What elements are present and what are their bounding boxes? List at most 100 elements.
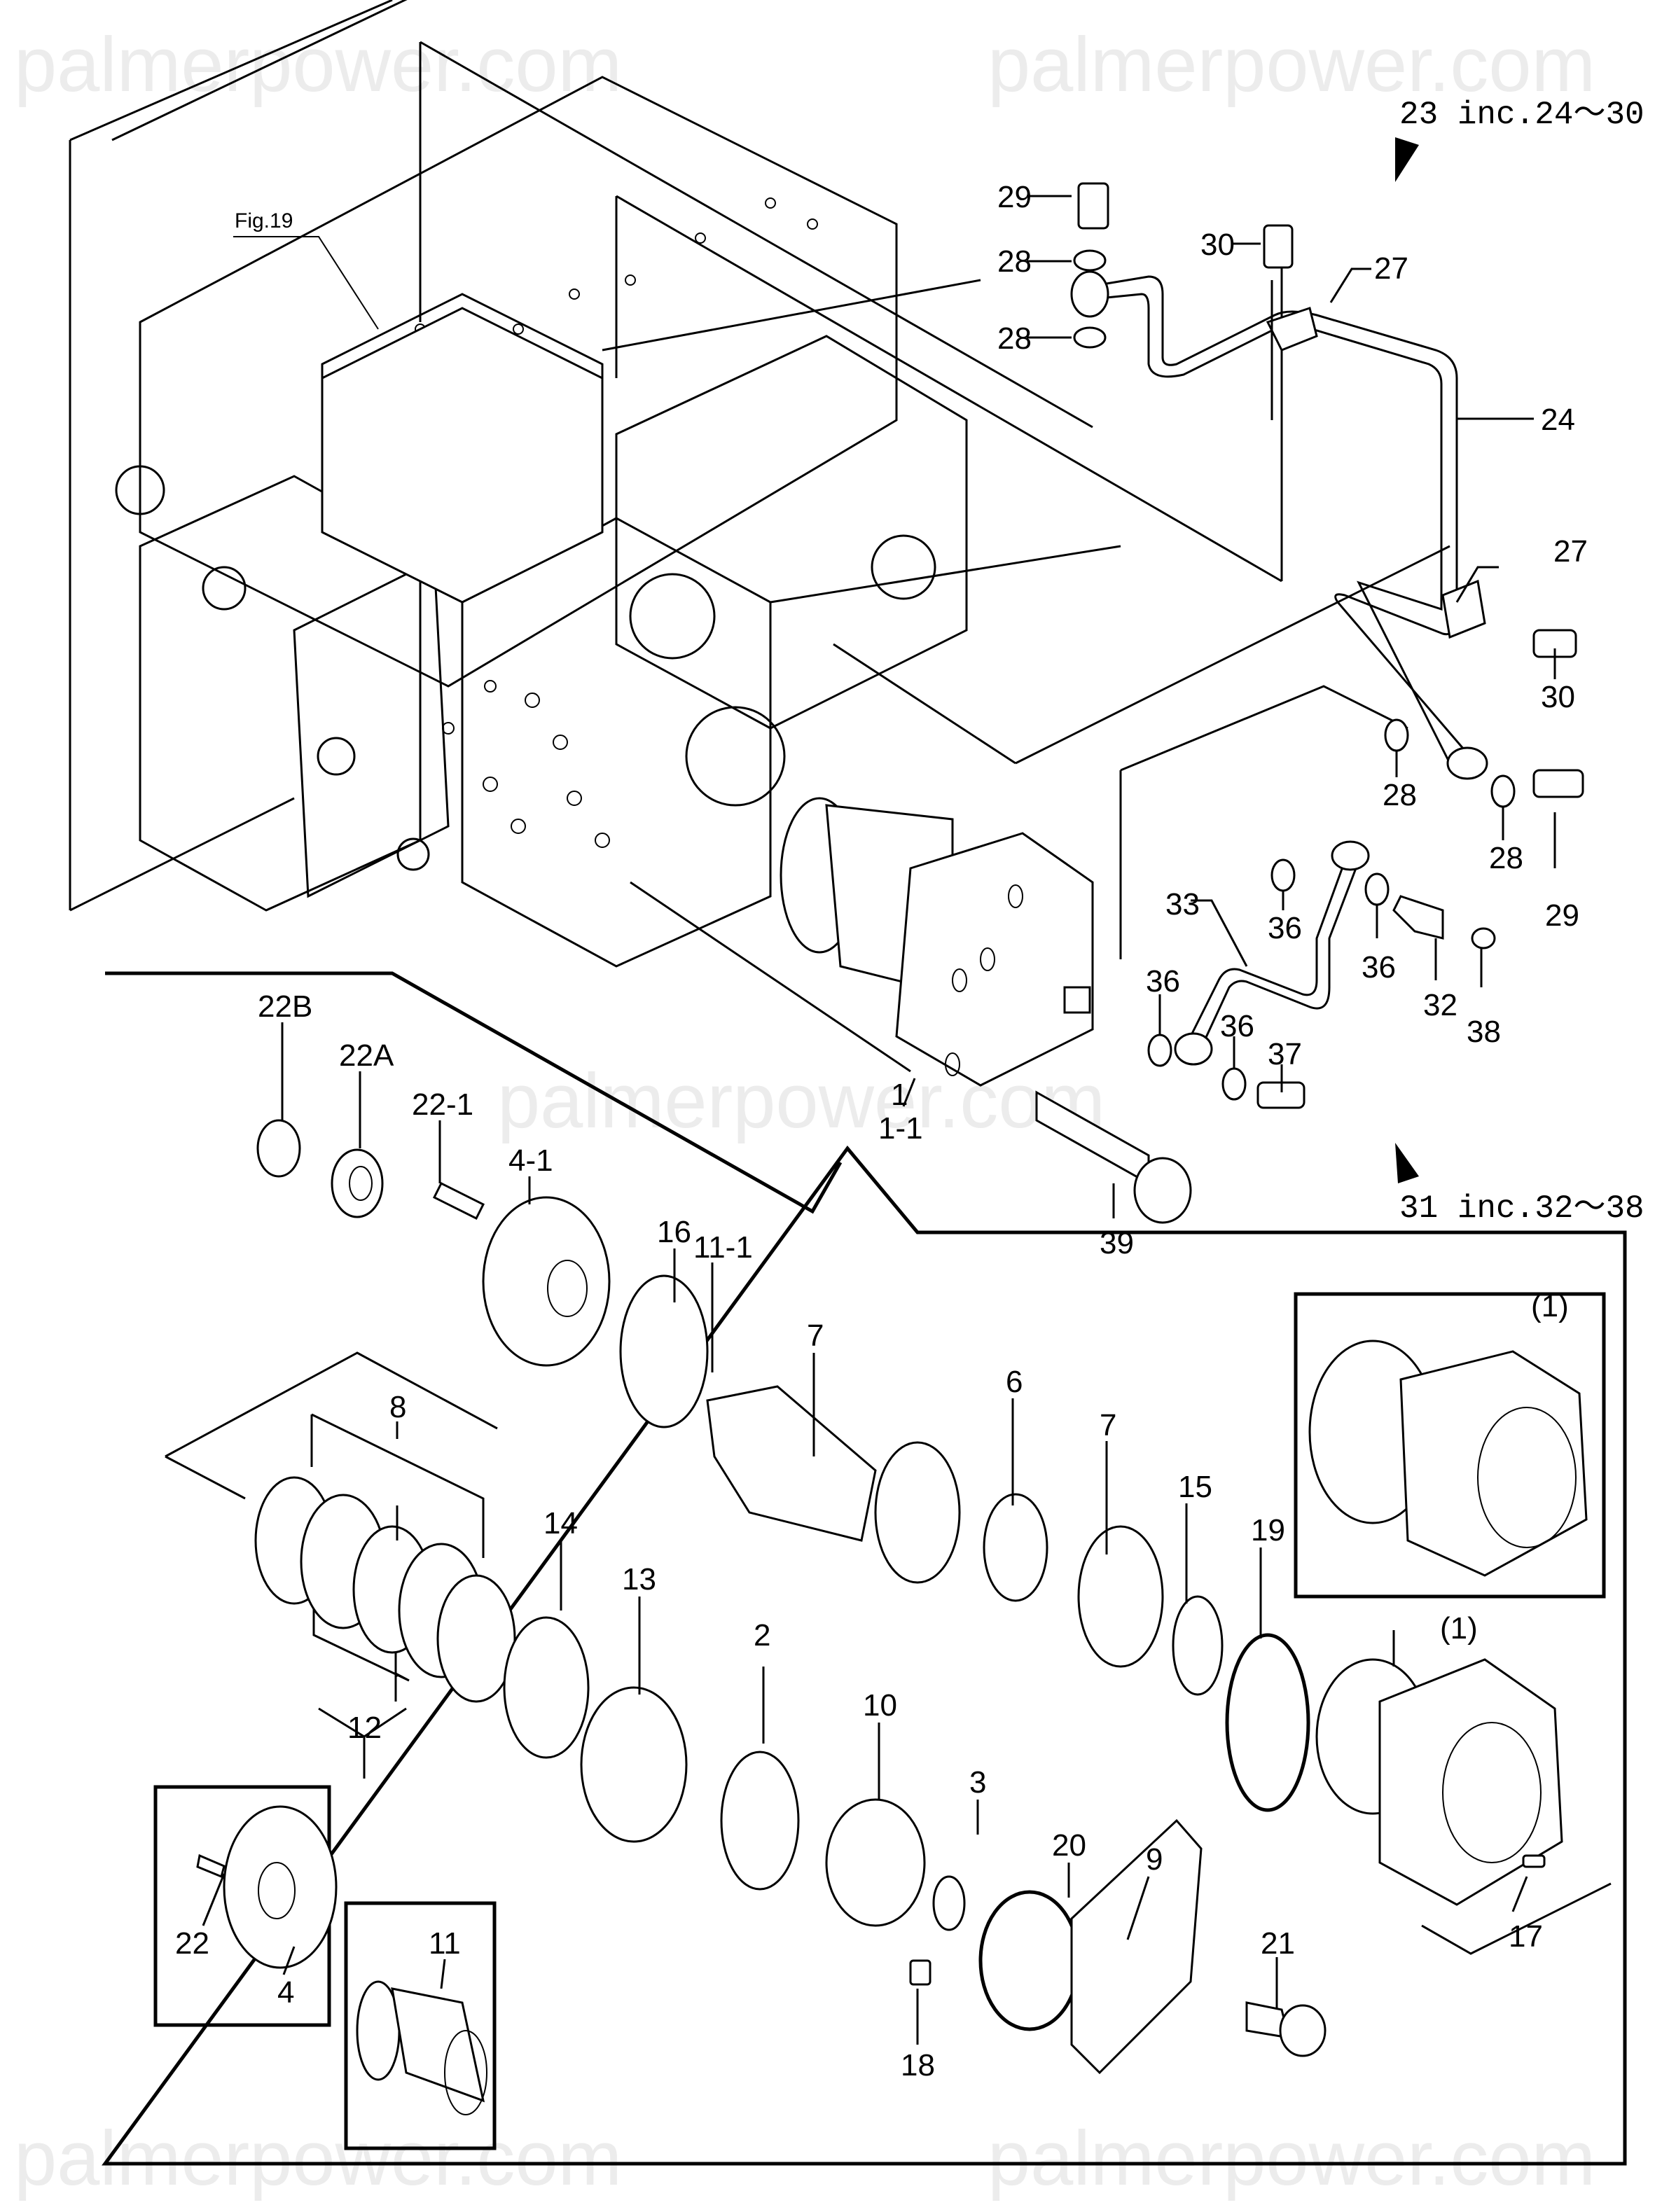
o-ring-19 xyxy=(1225,1633,1310,1812)
callout-14[interactable]: 14 xyxy=(543,1506,578,1540)
watermarks: palmerpower.com palmerpower.com palmerpo… xyxy=(14,22,1595,2201)
callout-28-top[interactable]: 28 xyxy=(997,244,1032,279)
callout-1-1[interactable]: 1-1 xyxy=(878,1111,923,1146)
callout-11-1[interactable]: 11-1 xyxy=(693,1230,753,1265)
washer-36-c xyxy=(1147,1034,1172,1067)
callout-11[interactable]: 11 xyxy=(429,1926,461,1961)
marker-triangle-23 xyxy=(1395,137,1419,182)
callout-6[interactable]: 6 xyxy=(1006,1365,1023,1399)
banjo-fitting-33-top xyxy=(1331,840,1370,871)
callout-24[interactable]: 24 xyxy=(1541,403,1575,437)
callout-9[interactable]: 9 xyxy=(1146,1842,1163,1877)
callout-29-right[interactable]: 29 xyxy=(1545,898,1579,933)
o-ring-3 xyxy=(932,1875,966,1931)
pump-unit-1 xyxy=(780,797,1192,1224)
callout-36-c[interactable]: 36 xyxy=(1146,964,1180,999)
callout-30-right[interactable]: 30 xyxy=(1541,680,1575,714)
assembly-note-23: 23 inc.24～30 xyxy=(1399,97,1644,133)
callout-7-a[interactable]: 7 xyxy=(807,1319,824,1353)
pipe-assembly-24 xyxy=(1070,270,1488,780)
parts-top-right xyxy=(1073,182,1584,808)
banjo-fitting-top xyxy=(1070,270,1109,318)
watermark-top-left: palmerpower.com xyxy=(14,22,622,108)
callout-16[interactable]: 16 xyxy=(657,1215,691,1249)
engine-block-drawing xyxy=(69,0,1121,968)
callout-7-b[interactable]: 7 xyxy=(1100,1408,1116,1442)
callout-19[interactable]: 19 xyxy=(1251,1513,1285,1547)
callout-22[interactable]: 22 xyxy=(175,1926,209,1961)
callout-27-top[interactable]: 27 xyxy=(1374,251,1408,286)
callout-10[interactable]: 10 xyxy=(863,1688,897,1723)
callout-13[interactable]: 13 xyxy=(622,1562,656,1597)
callout-28-fourth[interactable]: 28 xyxy=(1489,841,1523,875)
bolt-21-head xyxy=(1279,2004,1327,2057)
callout-28-third[interactable]: 28 xyxy=(1383,778,1417,812)
callout-22B[interactable]: 22B xyxy=(258,989,312,1024)
callout-28-second[interactable]: 28 xyxy=(997,321,1032,356)
callout-29-top[interactable]: 29 xyxy=(997,180,1032,214)
callout-36-b[interactable]: 36 xyxy=(1362,950,1396,985)
inset-housing-frame xyxy=(1294,1292,1606,1599)
inset-housing xyxy=(1294,1292,1606,1599)
washer-36-a xyxy=(1270,858,1296,892)
housing-1-inset xyxy=(1399,1350,1588,1577)
washer-28-lower xyxy=(1073,326,1107,349)
cover-plate-9 xyxy=(1070,1818,1203,2075)
callout-17[interactable]: 17 xyxy=(1509,1919,1543,1954)
banjo-bolt-29-top xyxy=(1077,182,1109,230)
watermark-bottom-right: palmerpower.com xyxy=(988,2115,1595,2201)
watermark-bottom-left: palmerpower.com xyxy=(14,2115,622,2201)
connector-32 xyxy=(1392,895,1444,940)
housing-1-lower xyxy=(1378,1658,1563,1906)
snap-ring-15 xyxy=(1172,1595,1224,1696)
washer-28-mid xyxy=(1384,718,1409,752)
callout-1[interactable]: 1 xyxy=(891,1078,908,1112)
clamp-27-top xyxy=(1266,307,1318,352)
callout-37[interactable]: 37 xyxy=(1268,1037,1302,1071)
bolt-22 xyxy=(196,1853,226,1879)
callout-30-top[interactable]: 30 xyxy=(1200,228,1235,262)
washer-28-top xyxy=(1073,249,1107,272)
callout-22A[interactable]: 22A xyxy=(339,1038,394,1073)
callout-32[interactable]: 32 xyxy=(1423,988,1457,1022)
callout-labels: 29 28 28 30 27 24 27 30 28 28 29 36 36 3… xyxy=(175,180,1588,2082)
bolt-30-top xyxy=(1263,224,1294,269)
snap-ring-16 xyxy=(619,1274,709,1428)
callout-12[interactable]: 12 xyxy=(347,1711,382,1745)
callout-33[interactable]: 33 xyxy=(1165,887,1200,921)
shaft-11-1 xyxy=(706,1385,877,1542)
fig19-reference[interactable]: Fig.19 xyxy=(233,209,379,330)
pipe-assembly-33 xyxy=(1147,840,1496,1109)
callout-3[interactable]: 3 xyxy=(969,1765,986,1800)
callout-20[interactable]: 20 xyxy=(1052,1828,1086,1863)
marker-triangle-31 xyxy=(1395,1143,1419,1183)
callout-39[interactable]: 39 xyxy=(1100,1226,1134,1260)
fig19-label[interactable]: Fig.19 xyxy=(235,209,293,232)
bolt-39-head xyxy=(1133,1157,1192,1224)
inset-gear-4 xyxy=(153,1785,338,2027)
clutch-pack xyxy=(165,1351,516,1779)
callout-inset-1-lower[interactable]: (1) xyxy=(1440,1611,1478,1646)
callout-4-1[interactable]: 4-1 xyxy=(508,1143,553,1178)
housing-lower xyxy=(1315,1658,1612,1955)
callout-inset-1-top[interactable]: (1) xyxy=(1531,1289,1569,1323)
piston-rings-13 xyxy=(580,1686,688,1843)
watermark-top-right: palmerpower.com xyxy=(988,22,1595,108)
callout-4[interactable]: 4 xyxy=(277,1975,294,2010)
callout-8[interactable]: 8 xyxy=(389,1390,406,1424)
washer-36-d xyxy=(1221,1067,1247,1101)
callout-2[interactable]: 2 xyxy=(754,1618,770,1653)
callout-21[interactable]: 21 xyxy=(1261,1926,1295,1961)
parts-middle xyxy=(503,1274,1327,2075)
callout-22-1[interactable]: 22-1 xyxy=(412,1087,473,1122)
bearing-7-a xyxy=(874,1441,961,1584)
washer-28-right xyxy=(1490,774,1516,808)
callout-18[interactable]: 18 xyxy=(901,2048,935,2082)
idler-gear-4-1 xyxy=(482,1196,611,1367)
callout-27-right[interactable]: 27 xyxy=(1553,534,1588,569)
callout-15[interactable]: 15 xyxy=(1178,1470,1212,1504)
callout-36-a[interactable]: 36 xyxy=(1268,911,1302,945)
callout-36-d[interactable]: 36 xyxy=(1220,1009,1254,1043)
callout-38[interactable]: 38 xyxy=(1467,1015,1501,1049)
